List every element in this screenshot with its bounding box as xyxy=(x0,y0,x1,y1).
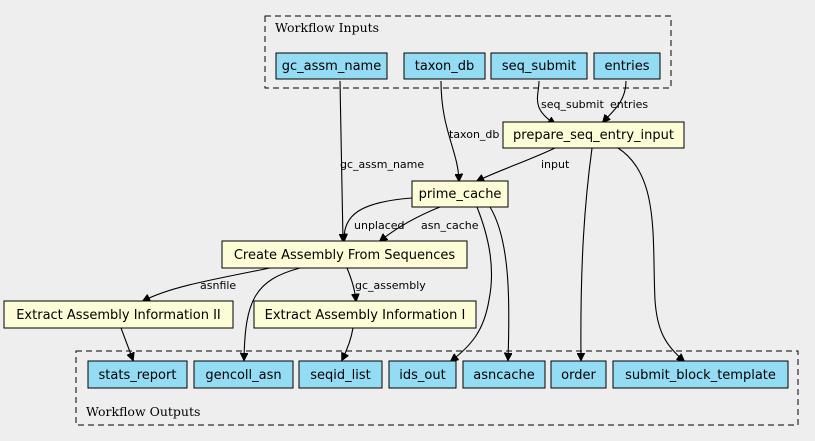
input-node-taxon-db[interactable]: taxon_db xyxy=(403,52,486,80)
edge-label-asn-cache: asn_cache xyxy=(421,219,479,232)
step-node-prime-cache-label: prime_cache xyxy=(419,187,502,202)
edge-label-seq-submit: seq_submit xyxy=(541,98,604,111)
output-node-ids-out-label: ids_out xyxy=(399,368,445,383)
edge-label-unplaced: unplaced xyxy=(354,219,405,232)
edge-extract-1-to-seqid xyxy=(342,327,354,360)
edge-label-input: input xyxy=(541,158,570,171)
output-node-gencoll-asn[interactable]: gencoll_asn xyxy=(193,360,294,389)
input-node-gc-assm-name-label: gc_assm_name xyxy=(282,59,381,74)
step-node-extract-info-1[interactable]: Extract Assembly Information I xyxy=(253,300,477,329)
workflow-outputs-cluster: Workflow Outputs xyxy=(75,350,799,426)
input-node-taxon-db-label: taxon_db xyxy=(415,59,475,74)
output-node-submit-block-template[interactable]: submit_block_template xyxy=(612,360,789,389)
output-node-order-label: order xyxy=(561,368,596,383)
edge-prime-cache-unplaced xyxy=(344,197,413,241)
edge-label-gc-assm-name: gc_assm_name xyxy=(340,158,424,171)
output-node-stats-report[interactable]: stats_report xyxy=(87,360,188,389)
edge-gc-assm-name-to-create xyxy=(340,80,343,241)
output-node-seqid-list-label: seqid_list xyxy=(310,368,370,383)
edge-seq-submit-to-prepare xyxy=(536,80,555,124)
edge-prime-cache-asn-cache xyxy=(380,206,441,241)
edges xyxy=(120,80,684,361)
step-node-extract-info-2[interactable]: Extract Assembly Information II xyxy=(3,300,234,329)
step-node-prepare-seq-entry-input[interactable]: prepare_seq_entry_input xyxy=(502,121,685,149)
workflow-inputs-label: Workflow Inputs xyxy=(275,20,379,35)
output-node-seqid-list[interactable]: seqid_list xyxy=(298,360,383,389)
edge-labels: seq_submit entries taxon_db gc_assm_name… xyxy=(200,98,648,292)
step-node-extract-info-2-label: Extract Assembly Information II xyxy=(16,308,221,323)
input-node-seq-submit[interactable]: seq_submit xyxy=(490,52,588,80)
step-node-extract-info-1-label: Extract Assembly Information I xyxy=(265,308,466,323)
step-node-create-assembly-label: Create Assembly From Sequences xyxy=(234,248,456,263)
edge-create-to-extract-1 xyxy=(346,267,356,301)
edge-prime-cache-to-asncache xyxy=(489,206,509,360)
edge-prepare-to-order xyxy=(581,147,593,360)
output-node-asncache-label: asncache xyxy=(473,368,534,383)
edge-label-entries: entries xyxy=(610,98,648,111)
edge-create-to-gencoll-asn xyxy=(244,267,301,360)
input-node-gc-assm-name[interactable]: gc_assm_name xyxy=(275,52,388,80)
step-node-prime-cache[interactable]: prime_cache xyxy=(411,180,509,208)
edge-prepare-to-submit-block xyxy=(617,147,684,361)
edge-label-gc-assembly: gc_assembly xyxy=(355,279,426,292)
edge-entries-to-prepare xyxy=(603,80,627,122)
edge-label-asnfile: asnfile xyxy=(200,279,236,292)
edge-taxon-db-to-prime-cache xyxy=(440,80,459,181)
edge-extract-2-to-stats xyxy=(120,327,133,360)
output-node-stats-report-label: stats_report xyxy=(99,368,177,383)
output-node-ids-out[interactable]: ids_out xyxy=(388,360,457,389)
edge-prime-cache-to-ids-out xyxy=(451,206,493,361)
output-node-order[interactable]: order xyxy=(550,360,607,389)
edge-label-taxon-db: taxon_db xyxy=(449,128,499,141)
output-node-gencoll-asn-label: gencoll_asn xyxy=(205,368,281,383)
input-node-entries-label: entries xyxy=(604,59,649,74)
output-node-asncache[interactable]: asncache xyxy=(462,360,546,389)
output-node-submit-block-template-label: submit_block_template xyxy=(625,368,776,383)
workflow-inputs-cluster: Workflow Inputs xyxy=(264,15,672,89)
edge-create-to-extract-2 xyxy=(143,267,271,301)
step-node-prepare-seq-entry-input-label: prepare_seq_entry_input xyxy=(513,128,674,143)
edge-prepare-to-prime-cache xyxy=(477,147,556,181)
workflow-outputs-label: Workflow Outputs xyxy=(86,404,200,419)
step-node-create-assembly[interactable]: Create Assembly From Sequences xyxy=(221,240,468,269)
input-node-entries[interactable]: entries xyxy=(593,52,661,80)
input-node-seq-submit-label: seq_submit xyxy=(502,59,576,74)
